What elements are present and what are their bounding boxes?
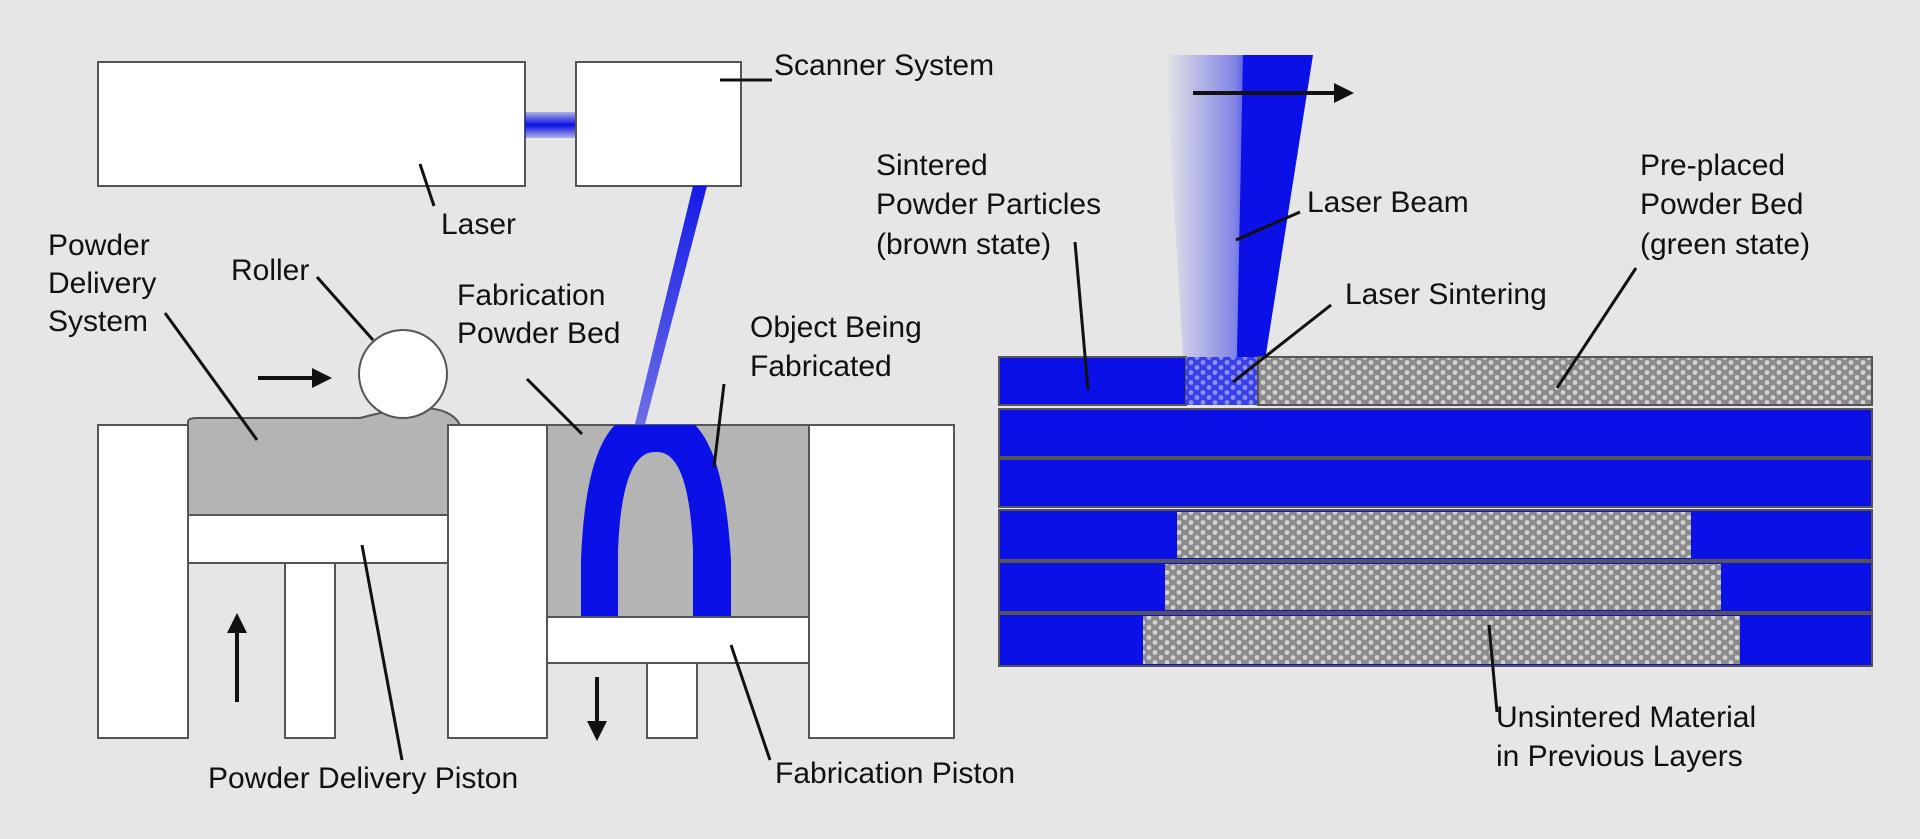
laser-beam-glow [1165, 55, 1258, 405]
label-roller: Roller [231, 254, 309, 287]
scanner-beam [634, 186, 707, 428]
label-fabrication-piston: Fabrication Piston [775, 757, 1015, 790]
laser-beam [1236, 55, 1313, 405]
roller [358, 329, 448, 419]
label-unsintered-material: Unsintered Material in Previous Layers [1496, 701, 1764, 773]
layer-2-sintered [998, 408, 1873, 458]
delivery-powder [187, 407, 462, 516]
label-pre-placed-powder-bed: Pre-placed Powder Bed (green state) [1640, 149, 1812, 261]
right-wall [808, 424, 955, 739]
label-laser-beam: Laser Beam [1307, 186, 1469, 219]
delivery-piston-rod [284, 562, 336, 739]
label-laser: Laser [441, 208, 516, 241]
layer-4-unsintered [1177, 512, 1691, 558]
scanner-box [575, 61, 742, 187]
label-fabrication-powder-bed: Fabrication Powder Bed [457, 279, 620, 350]
laser-box [97, 61, 526, 187]
layer-1-sintered [998, 356, 1187, 406]
label-laser-sintering: Laser Sintering [1345, 278, 1547, 311]
layer-3-sintered [998, 458, 1873, 508]
label-powder-delivery-system: Powder Delivery System [48, 229, 165, 338]
layer-1-laser-sintering [1186, 357, 1258, 405]
fabrication-piston-rod [646, 662, 698, 739]
label-powder-delivery-piston: Powder Delivery Piston [208, 762, 518, 795]
right-leader-lines [1073, 210, 1638, 713]
label-sintered-powder-particles: Sintered Powder Particles (brown state) [876, 149, 1109, 261]
left-wall [97, 424, 189, 739]
left-leader-lines [163, 78, 772, 761]
middle-wall [447, 424, 548, 739]
fabrication-piston-plate [546, 616, 810, 664]
layer-6-unsintered [1143, 616, 1740, 664]
layer-5-unsintered [1165, 564, 1721, 610]
label-scanner-system: Scanner System [774, 49, 994, 82]
laser-connector-beam [525, 112, 577, 138]
delivery-piston-plate [187, 514, 449, 564]
label-object-being-fabricated: Object Being Fabricated [750, 311, 930, 383]
fabricated-object [581, 425, 731, 617]
layer-1-unsintered [1257, 356, 1873, 406]
